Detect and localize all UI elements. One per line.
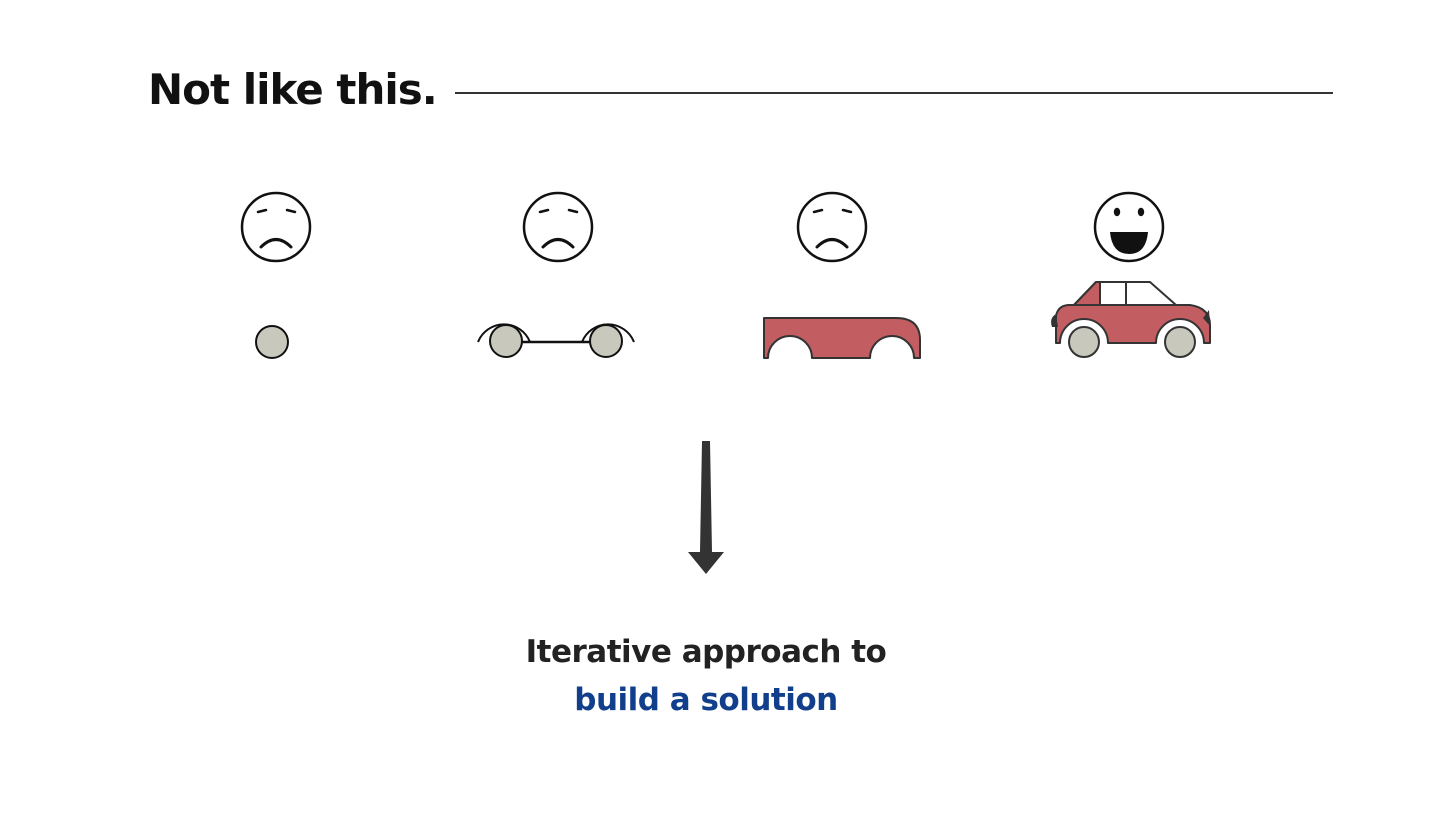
car-body-icon (763, 317, 921, 359)
caption-line-1: Iterative approach to (525, 634, 887, 670)
stage-4 (1051, 191, 1211, 362)
stage-2 (477, 191, 635, 358)
car-icon (1051, 281, 1211, 362)
page-title: Not like this. (148, 65, 438, 114)
stage-1 (240, 191, 312, 359)
down-arrow-icon (688, 441, 724, 574)
sad-face-icon (240, 191, 312, 263)
happy-face-icon (1093, 191, 1165, 263)
caption-line-2: build a solution (574, 682, 838, 718)
stage-3 (763, 191, 921, 359)
wheel-icon (255, 325, 289, 359)
caption: Iterative approach to build a solution (428, 628, 984, 724)
sad-face-icon (796, 191, 868, 263)
sad-face-icon (522, 191, 594, 263)
title-divider (455, 92, 1333, 94)
chassis-icon (477, 323, 635, 358)
